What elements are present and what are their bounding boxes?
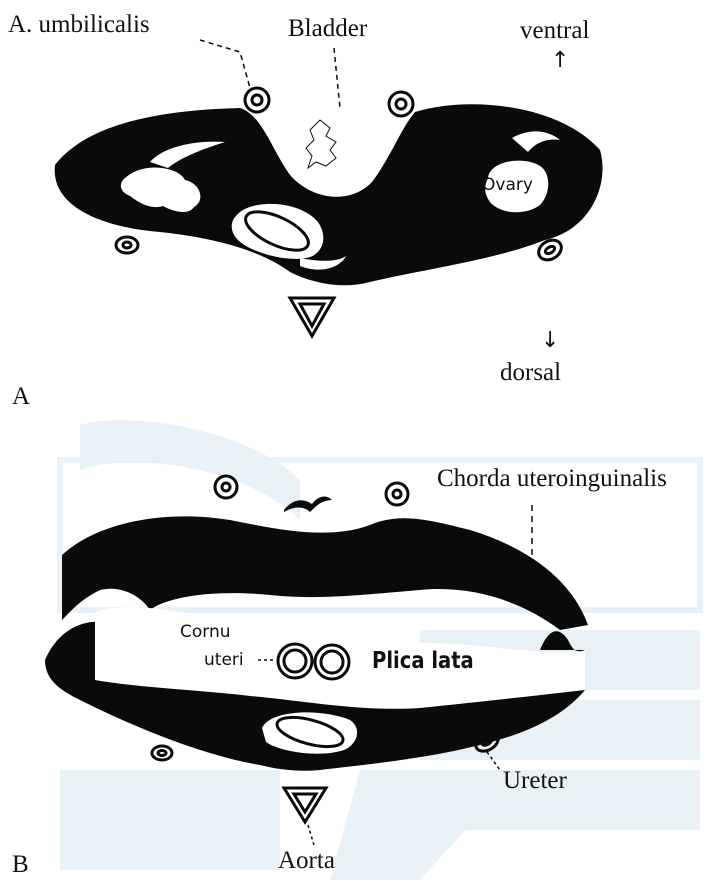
aorta-icon-a	[290, 298, 334, 336]
panel-a-label: A	[12, 384, 30, 409]
dorsal-label: dorsal	[500, 360, 561, 385]
ventral-arrow-icon: ↑	[551, 50, 569, 72]
ovary-label: Ovary	[482, 177, 533, 194]
ventral-label: ventral	[520, 18, 589, 43]
panel-b-label: B	[12, 852, 29, 877]
umbilicalis-leader	[200, 40, 250, 88]
aorta-label: Aorta	[278, 848, 335, 873]
ureter-left-icon-b	[152, 746, 172, 760]
bladder-icon	[306, 120, 336, 168]
bladder-label: Bladder	[288, 16, 367, 41]
umbilical-artery-left-icon	[245, 88, 269, 112]
cornu-uteri-left-icon	[278, 644, 312, 678]
cornu-uteri-right-icon	[315, 645, 349, 679]
dorsal-arrow-icon: ↓	[541, 330, 559, 352]
ureter-left-icon-a	[116, 237, 138, 253]
a-umbilicalis-label: A. umbilicalis	[8, 12, 150, 37]
umbilical-artery-right-icon	[389, 92, 413, 116]
plica-lata-label: Plica lata	[372, 650, 474, 673]
aorta-icon-b	[284, 788, 326, 822]
chorda-uteroinguinalis-label: Chorda uteroinguinalis	[437, 466, 667, 491]
cornu-label: Cornu	[180, 624, 231, 641]
ureter-label: Ureter	[503, 768, 567, 793]
uteri-label: uteri	[204, 652, 244, 669]
umbilical-artery-right-icon-b	[386, 483, 408, 505]
aorta-leader	[308, 825, 314, 845]
umbilical-artery-left-icon-b	[215, 476, 237, 498]
bladder-leader	[334, 48, 340, 108]
